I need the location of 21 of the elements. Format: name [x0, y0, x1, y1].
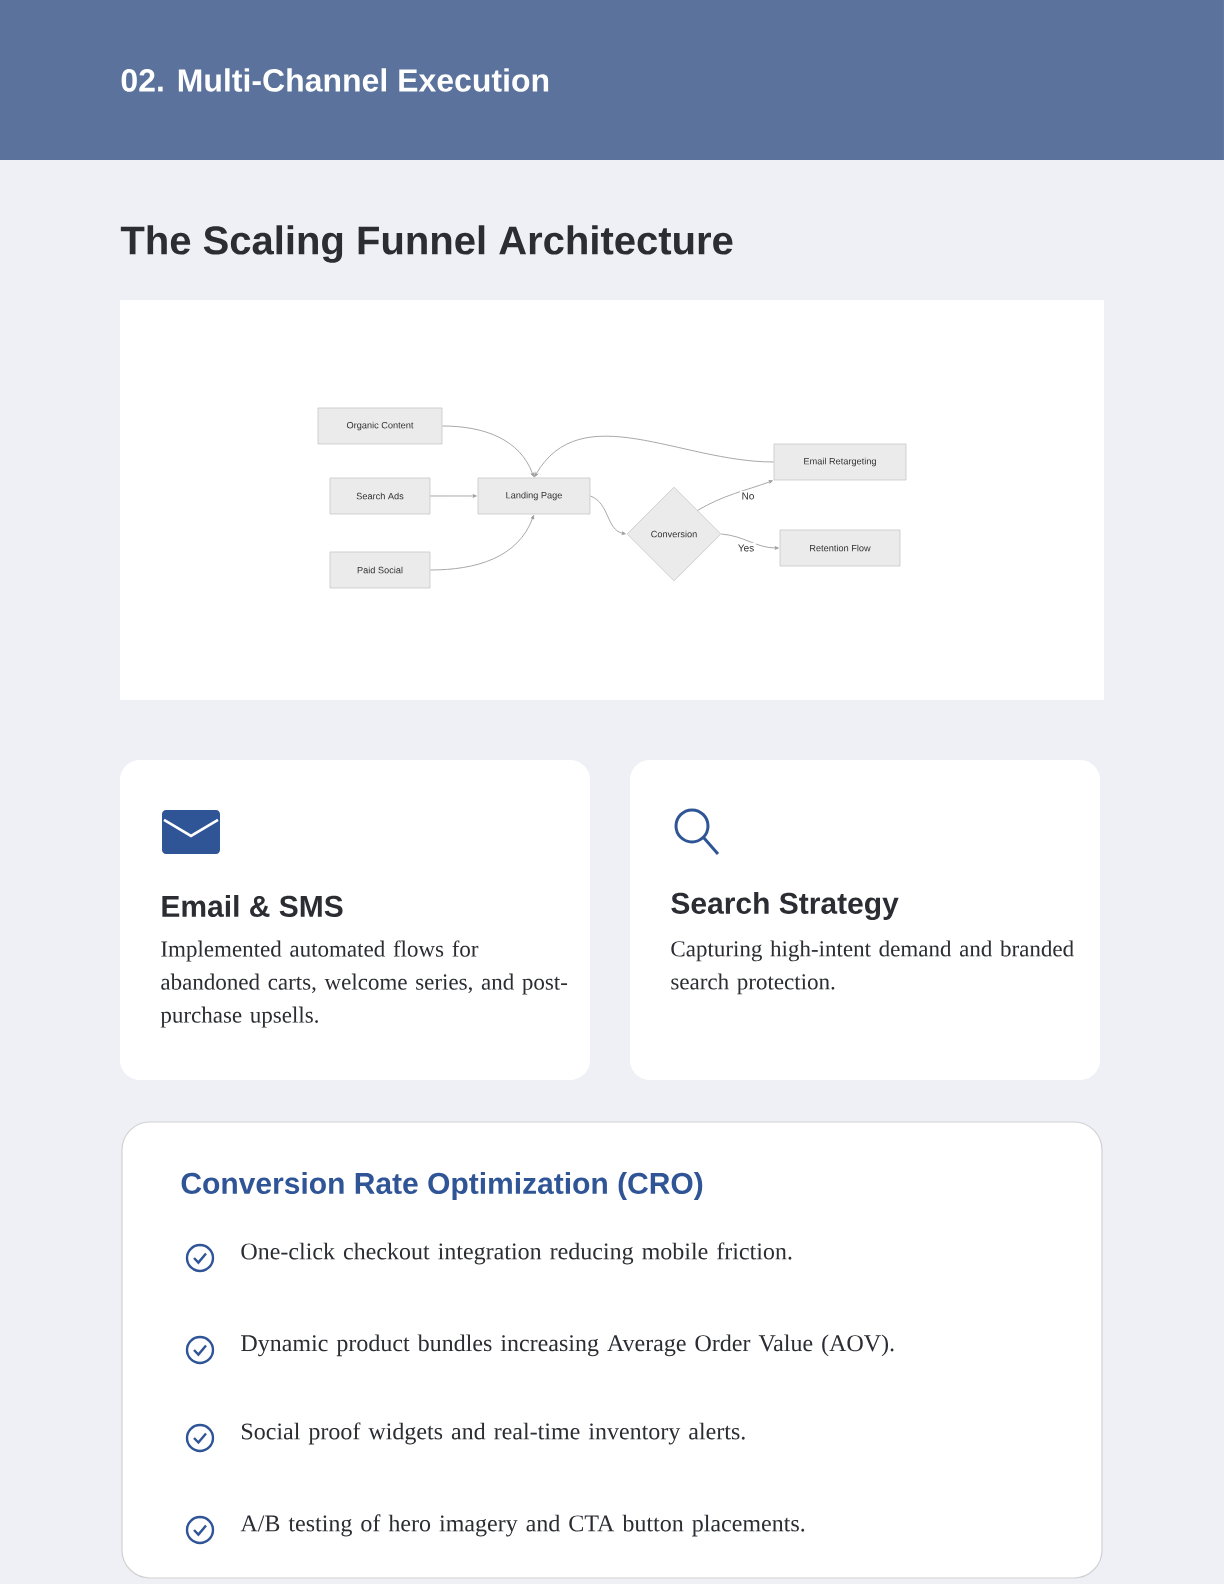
- arrow: [697, 480, 773, 511]
- checklist-item: Social proof widgets and real-time inventory alerts.: [242, 1422, 745, 1445]
- arrow: [429, 515, 535, 571]
- checklist-item: Dynamic product bundles increasing Average Order Value (AOV).: [241, 1334, 894, 1357]
- checklist-item: One-click checkout integration reducing mobile friction.: [241, 1242, 792, 1265]
- arrow: [429, 494, 477, 498]
- arrow: [720, 533, 779, 550]
- arrow: [589, 495, 626, 535]
- card-description: Implemented automated flows for abandoned carts, welcome series, and post-purchase upsells.: [160, 940, 568, 1028]
- feature-card: [630, 760, 1100, 1080]
- arrow: [441, 425, 535, 477]
- card-heading: Email & SMS: [162, 894, 343, 917]
- card-heading: Conversion Rate Optimization (CRO): [181, 1172, 703, 1200]
- header-band: 02. Multi-Channel Execution: [0, 0, 1224, 160]
- card-description: Capturing high-intent demand and branded search protection.: [671, 940, 1074, 995]
- section-title: The Scaling Funnel Architecture: [120, 225, 733, 263]
- card-heading: Search Strategy: [671, 891, 899, 921]
- feature-card: [120, 760, 590, 1080]
- arrow: [534, 436, 775, 477]
- checklist-card: [121, 1121, 1103, 1579]
- checklist-item: A/B testing of hero imagery and CTA button placements.: [240, 1514, 805, 1537]
